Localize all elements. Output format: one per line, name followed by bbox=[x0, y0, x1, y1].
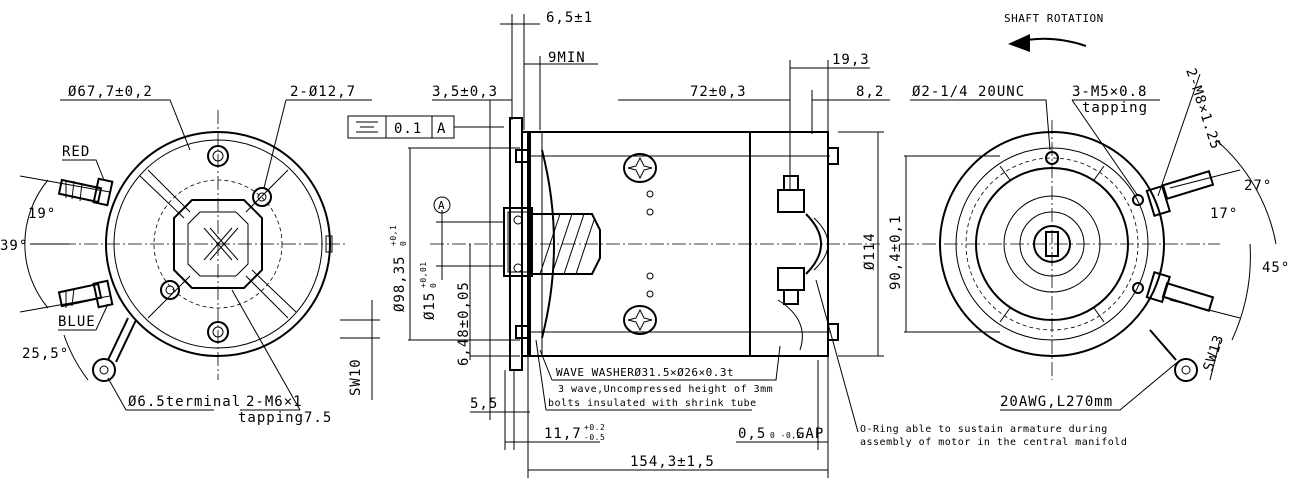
unc-thread-label: Ø2-1/4 20UNC bbox=[912, 84, 1025, 100]
blue-label: BLUE bbox=[58, 314, 96, 330]
left-end-view bbox=[19, 99, 380, 411]
dim-154-3-label: 154,3±1,5 bbox=[630, 454, 715, 470]
m5-label: 3-M5×0.8 bbox=[1072, 84, 1147, 100]
awg-label: 20AWG,L270mm bbox=[1000, 394, 1113, 410]
dim-15-tol-dn: 0 bbox=[429, 283, 438, 288]
dim-11-7-tol-up: +0.2 bbox=[584, 423, 605, 432]
dim-6-48-label: 6,48±0,05 bbox=[456, 281, 472, 366]
m6-tapping-label: tapping7.5 bbox=[238, 410, 332, 426]
angle-45-label: 45° bbox=[1262, 260, 1290, 276]
angle-19-label: 19° bbox=[28, 206, 56, 222]
holes-label: 2-Ø12,7 bbox=[290, 84, 356, 100]
feature-control-frame bbox=[347, 115, 504, 139]
terminal-label: Ø6.5terminal bbox=[128, 394, 241, 410]
dim-9min-label: 9MIN bbox=[548, 50, 586, 66]
dim-15-label: Ø15 bbox=[422, 292, 438, 320]
gap-label: GAP bbox=[796, 426, 824, 442]
dim-5-5-label: 5,5 bbox=[470, 396, 498, 412]
dim-98-35-tol-dn: 0 bbox=[399, 241, 408, 246]
flatness-datum: A bbox=[437, 121, 446, 137]
m6-label: 2-M6×1 bbox=[246, 394, 303, 410]
dim-114-label: Ø114 bbox=[862, 232, 878, 270]
side-view bbox=[408, 14, 890, 478]
angle-27-label: 27° bbox=[1244, 178, 1272, 194]
body-diameter-label: Ø67,7±0,2 bbox=[68, 84, 153, 100]
dim-98-35-label: Ø98,35 bbox=[392, 255, 408, 312]
dim-98-35-tol-up: +0,1 bbox=[389, 225, 398, 246]
datum-a-label: A bbox=[438, 199, 445, 212]
dim-19-3-label: 19,3 bbox=[832, 52, 870, 68]
washer-label: WAVE WASHERØ31.5×Ø26×0.3t bbox=[556, 366, 734, 379]
rotation-arrow-icon bbox=[1008, 34, 1087, 52]
angle-39-label: 39° bbox=[0, 238, 28, 254]
angle-25-label: 25,5° bbox=[22, 346, 69, 362]
dim-11-7-label: 11,7 bbox=[544, 426, 582, 442]
oring-note-1: O-Ring able to sustain armature during bbox=[860, 424, 1108, 435]
dim-90-4-label: 90,4±0,1 bbox=[888, 215, 904, 290]
dim-72-label: 72±0,3 bbox=[690, 84, 747, 100]
gap-tolerance: 0 -0,2 bbox=[770, 431, 802, 440]
dim-15-tol-up: +0,01 bbox=[419, 261, 428, 288]
red-terminal-stud bbox=[57, 177, 114, 207]
dim-8-2-label: 8,2 bbox=[856, 84, 884, 100]
right-end-view bbox=[900, 73, 1277, 411]
sw10-label: SW10 bbox=[348, 358, 364, 396]
flatness-tolerance: 0.1 bbox=[394, 121, 422, 137]
oring-note-2: assembly of motor in the central manifol… bbox=[860, 437, 1127, 448]
dim-3-5-label: 3,5±0,3 bbox=[432, 84, 498, 100]
red-label: RED bbox=[62, 144, 90, 160]
angle-17-label: 17° bbox=[1210, 206, 1238, 222]
dim-6-5-label: 6,5±1 bbox=[546, 10, 593, 26]
blue-terminal-stud bbox=[57, 279, 114, 309]
sw13-label: SW13 bbox=[1201, 332, 1228, 373]
bolts-note: bolts insulated with shrink tube bbox=[548, 398, 757, 409]
shaft-rotation-label: SHAFT ROTATION bbox=[1004, 12, 1104, 25]
dim-11-7-tol-dn: -0.5 bbox=[584, 433, 605, 442]
m5-tapping-label: tapping bbox=[1082, 100, 1148, 116]
gap-value: 0,5 bbox=[738, 426, 766, 442]
washer-note: 3 wave,Uncompressed height of 3mm bbox=[558, 384, 773, 395]
